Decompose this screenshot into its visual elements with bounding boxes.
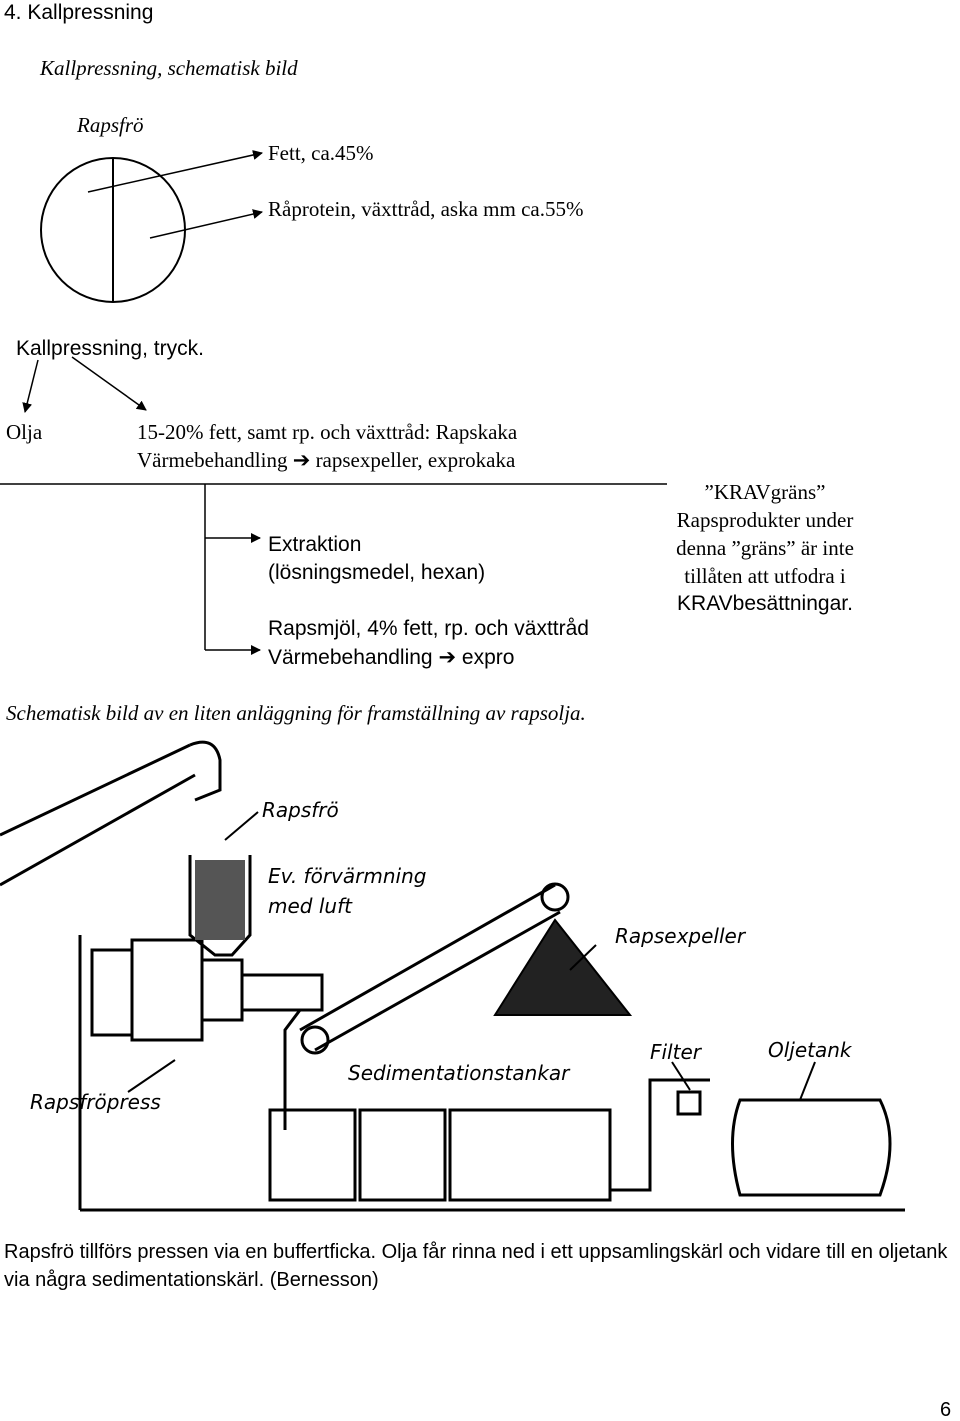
infeed-conveyor-lower (0, 773, 196, 887)
press-gearbox (130, 938, 204, 1042)
infeed-head (189, 740, 222, 802)
arrow-right-icon: ➔ (438, 646, 457, 669)
plant-illustration (0, 740, 905, 1212)
cake-arrow (71, 356, 147, 411)
figure-label-expeller: Rapsexpeller (615, 924, 746, 948)
krav-line-3: tillåten att utfodra i (684, 564, 846, 588)
cake-line-1: 15-20% fett, samt rp. och växttråd: Raps… (137, 420, 518, 444)
plant-heading: Schematisk bild av en liten anläggning f… (6, 701, 586, 725)
meal-line-1: Rapsmjöl, 4% fett, rp. och växttråd (268, 617, 589, 640)
filter (676, 1090, 702, 1116)
press-barrel (200, 958, 244, 1022)
filter-leader (671, 1061, 691, 1091)
seed-label: Rapsfrö (77, 113, 144, 137)
fat-arrow (87, 150, 263, 193)
figure-label-oil-tank: Oljetank (768, 1038, 852, 1062)
seed-leader (224, 811, 259, 841)
section-heading: 4. Kallpressning (4, 1, 154, 24)
schematic-title: Kallpressning, schematisk bild (40, 56, 298, 80)
protein-arrow (149, 209, 263, 239)
hopper-seeds (195, 860, 245, 940)
expeller-conveyor-upper (299, 883, 556, 1032)
krav-line-2: denna ”gräns” är inte (676, 536, 854, 560)
figure-label-preheat-1: Ev. förvärmning (268, 864, 427, 888)
infeed-conveyor-upper (0, 743, 191, 837)
expeller-conveyor-lower (314, 910, 561, 1052)
press-screw (240, 973, 324, 1012)
cake-line-2: Värmebehandling ➔ rapsexpeller, exprokak… (137, 450, 515, 471)
extraction-line-1: Extraktion (268, 533, 362, 556)
krav-title: ”KRAVgräns” (704, 480, 826, 504)
tank-leader (799, 1061, 816, 1101)
cake-line-2-text: Värmebehandling (137, 448, 288, 472)
oil-funnel (250, 1008, 303, 1130)
sedimentation-tank-3 (448, 1108, 612, 1202)
page-number: 6 (940, 1399, 952, 1421)
hopper (188, 855, 252, 957)
expeller-leader (569, 944, 597, 971)
krav-line-1: Rapsprodukter under (676, 508, 854, 532)
krav-line-4: KRAVbesättningar. (677, 592, 853, 615)
sedimentation-tank-2 (358, 1108, 447, 1202)
meal-line-2: Värmebehandling ➔ expro (268, 647, 514, 668)
sedimentation-tank-1 (268, 1108, 357, 1202)
expeller-pile (493, 918, 633, 1016)
composition-diagram (0, 150, 667, 655)
figure-label-filter: Filter (650, 1040, 701, 1064)
arrow-right-icon: ➔ (292, 448, 311, 472)
figure-label-preheat-2: med luft (268, 894, 352, 918)
fat-label: Fett, ca.45% (268, 141, 374, 165)
figure-label-press: Rapsfröpress (30, 1090, 161, 1114)
figure-caption: Rapsfrö tillförs pressen via en buffertf… (4, 1241, 948, 1291)
conveyor-head-pulley (540, 882, 570, 912)
oil-tank (731, 1098, 892, 1197)
press-leader (127, 1059, 176, 1093)
press-motor (90, 948, 134, 1037)
meal-line-2-text: Värmebehandling (268, 646, 433, 669)
oil-label: Olja (6, 420, 43, 444)
meal-line-2-result: expro (461, 646, 515, 669)
extraction-line-2: (lösningsmedel, hexan) (268, 561, 486, 584)
figure-label-seeds: Rapsfrö (262, 798, 339, 822)
oil-arrow (22, 359, 39, 413)
conveyor-tail-pulley (300, 1025, 330, 1055)
press-label: Kallpressning, tryck. (16, 337, 204, 360)
cake-line-2-result: rapsexpeller, exprokaka (315, 448, 516, 472)
krav-note: ”KRAVgräns” Rapsprodukter under denna ”g… (640, 478, 890, 618)
protein-label: Råprotein, växttråd, aska mm ca.55% (268, 197, 584, 221)
figure-label-sedimentation: Sedimentationstankar (348, 1061, 570, 1085)
oil-pipe (610, 1078, 710, 1192)
